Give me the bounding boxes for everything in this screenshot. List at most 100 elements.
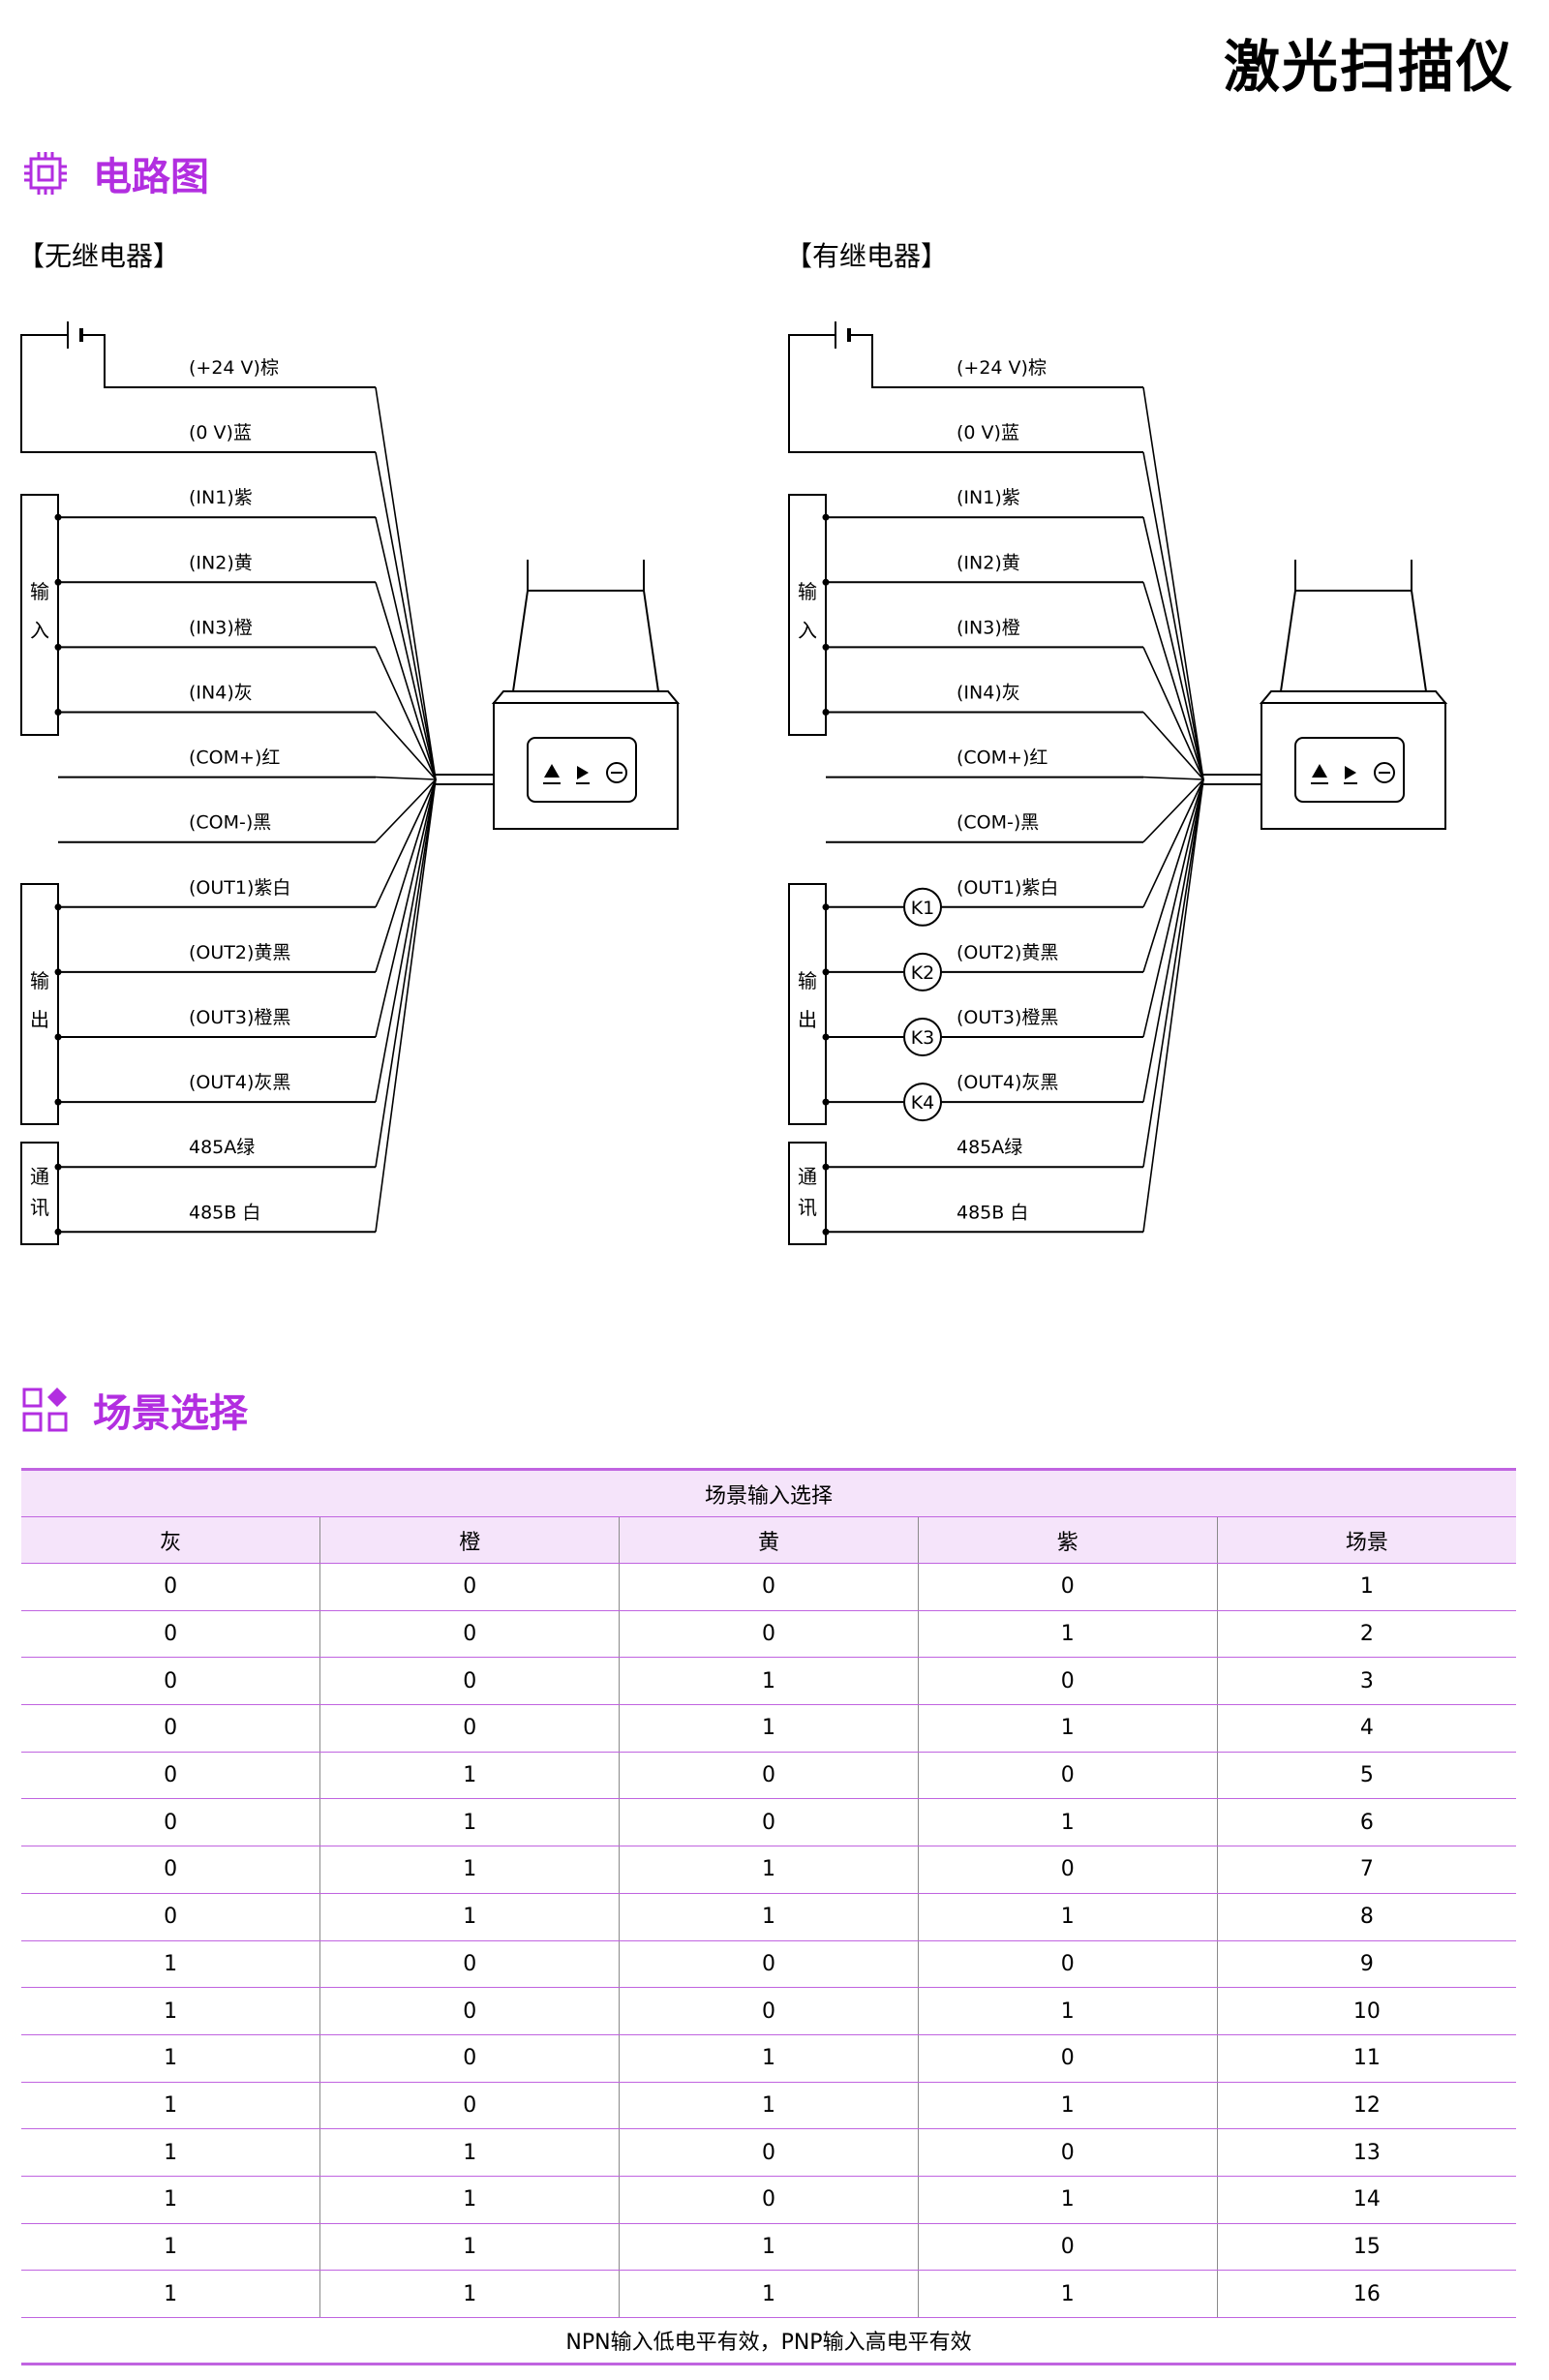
section-heading-circuit: 电路图 — [21, 145, 209, 201]
junction-dot — [822, 1228, 830, 1236]
converging-wire — [1142, 778, 1204, 1103]
input-label: 输 — [30, 580, 49, 603]
comm-label: 通 — [30, 1165, 49, 1188]
table-cell: 0 — [917, 1752, 1218, 1800]
scanner-shoulder — [1259, 690, 1448, 704]
wire-label: (OUT2)黄黑 — [189, 942, 290, 963]
table-cell: 0 — [319, 1563, 620, 1611]
junction-dot — [822, 1033, 830, 1041]
input-group-box — [20, 494, 59, 736]
table-cell: 0 — [21, 1657, 320, 1706]
output-label: 出 — [30, 1008, 49, 1031]
table-cell: 0 — [619, 1798, 919, 1847]
output-group-box — [788, 883, 827, 1125]
play-icon — [1345, 766, 1356, 779]
wire-label: (COM+)红 — [189, 748, 280, 769]
junction-dot — [54, 1033, 62, 1041]
junction-dot — [822, 643, 830, 651]
table-cell: 16 — [1216, 2270, 1516, 2318]
enter-icon — [606, 762, 627, 783]
table-cell: 1 — [319, 2223, 620, 2272]
table-cell: 5 — [1216, 1752, 1516, 1800]
wire-label: (IN4)灰 — [189, 683, 253, 704]
table-cell: 1 — [319, 1893, 620, 1941]
table-cell: 1 — [619, 1893, 919, 1941]
table-cell: 1 — [21, 2270, 320, 2318]
wire-label: (IN3)橙 — [189, 617, 253, 638]
junction-dot — [822, 968, 830, 976]
converging-wire — [375, 778, 437, 973]
table-cell: 1 — [619, 2082, 919, 2130]
converging-wire — [1142, 778, 1204, 1168]
table-cell: 1 — [917, 1987, 1218, 2035]
junction-dot — [54, 1098, 62, 1106]
relay-label: K2 — [911, 962, 935, 984]
table-cell: 0 — [917, 1846, 1218, 1894]
table-cell: 0 — [917, 1940, 1218, 1989]
converging-wire — [375, 778, 437, 1103]
table-cell: 0 — [619, 2128, 919, 2177]
grid-diamond-icon — [22, 1388, 68, 1432]
wire-label: 485B 白 — [189, 1202, 260, 1223]
junction-dot — [54, 1228, 62, 1236]
wire-label: (COM-)黑 — [957, 812, 1039, 834]
wire-label: (0 V)蓝 — [189, 422, 252, 443]
junction-dot — [54, 968, 62, 976]
up-arrow-icon — [1312, 764, 1327, 778]
table-footnote-row: NPN输入低电平有效，PNP输入高电平有效 — [21, 2317, 1516, 2365]
scanner-head — [1279, 590, 1428, 692]
table-cell: 1 — [619, 2034, 919, 2083]
junction-dot — [822, 578, 830, 586]
table-cell: 0 — [21, 1798, 320, 1847]
converging-wire — [375, 776, 437, 780]
converging-wire — [375, 778, 437, 1233]
wire-label: (IN1)紫 — [957, 487, 1020, 508]
diagram-title: 【无继电器】 — [17, 240, 180, 272]
comm-label: 讯 — [798, 1196, 817, 1219]
table-caption-row: 场景输入选择 — [21, 1468, 1516, 1517]
junction-dot — [822, 1098, 830, 1106]
relay-label: K1 — [911, 898, 935, 919]
converging-wire — [375, 386, 437, 780]
converging-wire — [375, 778, 437, 1168]
table-cell: 1 — [917, 1704, 1218, 1753]
scanner-panel — [527, 737, 637, 803]
table-cell: 11 — [1216, 2034, 1516, 2083]
table-cell: 1 — [319, 2270, 620, 2318]
converging-wire — [375, 711, 437, 780]
table-cell: 1 — [619, 2270, 919, 2318]
converging-wire — [1142, 451, 1204, 780]
table-cell: 0 — [619, 1610, 919, 1659]
scanner-window — [527, 560, 645, 592]
table-cell: 1 — [619, 1657, 919, 1706]
wire-24v — [849, 334, 1143, 388]
table-cell: 1 — [21, 1987, 320, 2035]
input-label: 入 — [30, 619, 49, 642]
relay-label: K3 — [911, 1027, 935, 1049]
table-cell: 3 — [1216, 1657, 1516, 1706]
wire-label: (IN1)紫 — [189, 487, 253, 508]
relay-label: K4 — [911, 1092, 935, 1114]
table-cell: 1 — [917, 1893, 1218, 1941]
converging-wire — [375, 647, 437, 780]
wire-label: (OUT3)橙黑 — [957, 1007, 1058, 1028]
scanner-shoulder — [491, 690, 681, 704]
converging-wire — [1142, 778, 1204, 1233]
scanner-head — [511, 590, 660, 692]
table-cell: 1 — [319, 1752, 620, 1800]
table-cell: 0 — [319, 1704, 620, 1753]
table-cell: 0 — [619, 1987, 919, 2035]
table-footnote: NPN输入低电平有效，PNP输入高电平有效 — [21, 2317, 1516, 2365]
converging-wire — [375, 517, 437, 780]
table-cell: 0 — [319, 1940, 620, 1989]
output-label: 输 — [30, 969, 49, 992]
wire-label: (OUT1)紫白 — [189, 877, 290, 899]
converging-wire — [1142, 778, 1204, 843]
